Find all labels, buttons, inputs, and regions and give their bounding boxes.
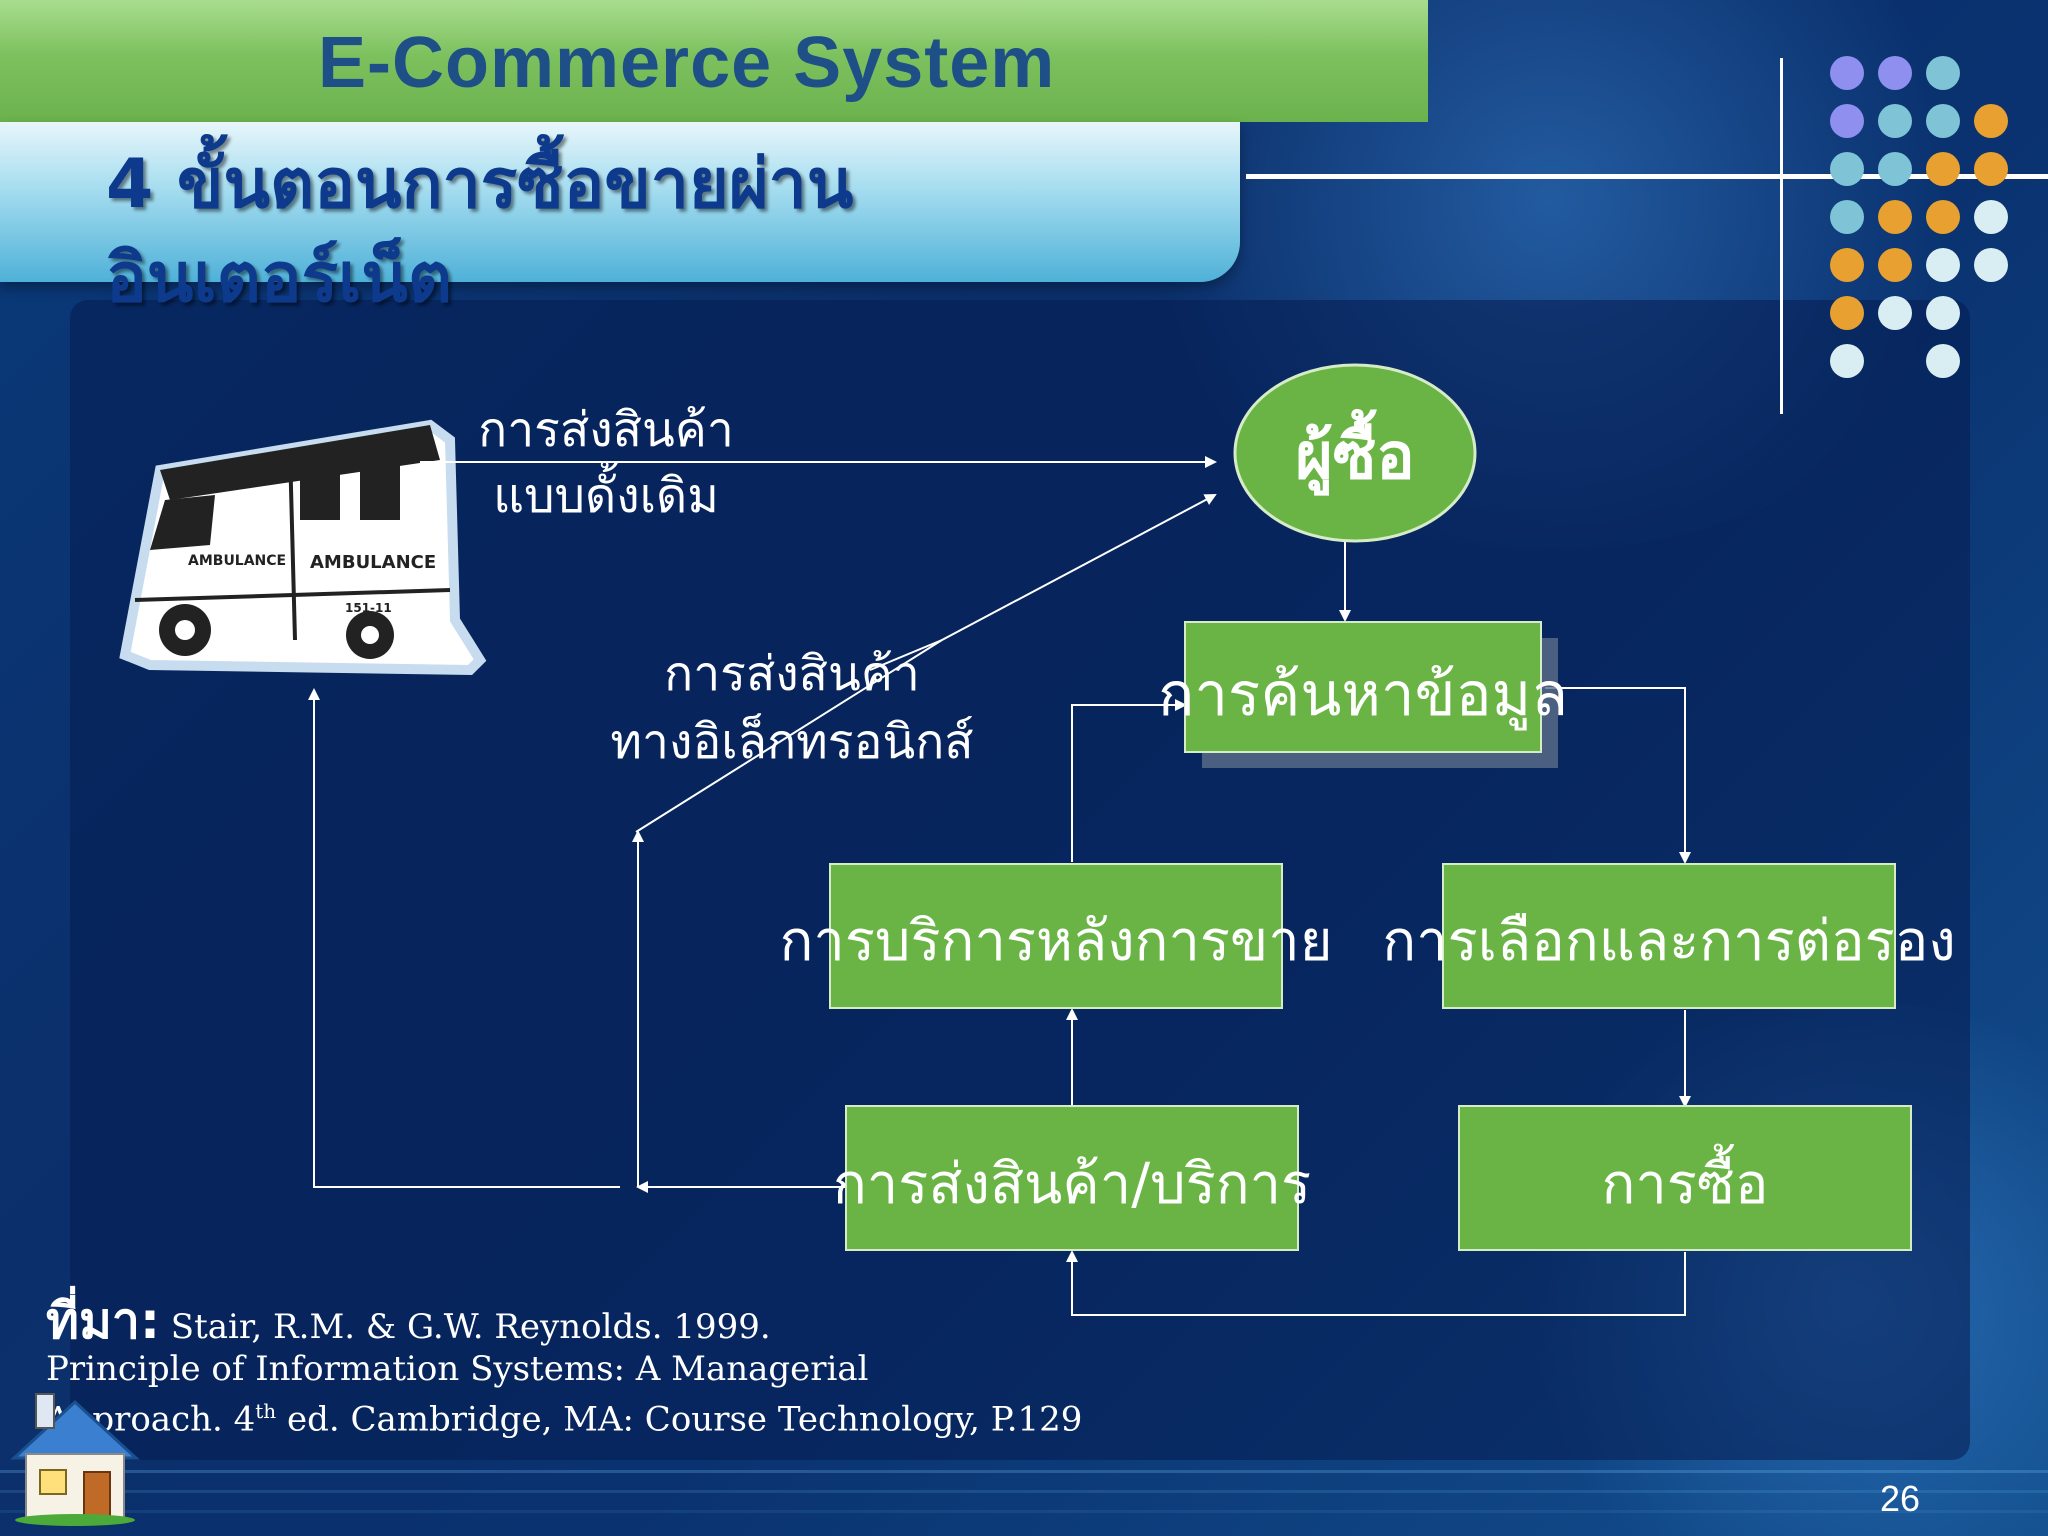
background-streak <box>0 1510 2048 1513</box>
background-streak <box>0 1490 2048 1493</box>
node-delivery-label: การส่งสินค้า/บริการ <box>833 1152 1311 1217</box>
label-electronic-line1: การส่งสินค้า <box>664 646 920 702</box>
source-line3-sup: th <box>255 1399 277 1423</box>
van-label-side: AMBULANCE <box>188 553 286 569</box>
source-line3-post: ed. Cambridge, MA: Course Technology, P.… <box>276 1399 1083 1440</box>
subtitle-panel <box>0 122 1240 282</box>
label-electronic-line2: ทางอิเล็กทรอนิกส์ <box>610 713 973 770</box>
decorative-dot <box>1878 152 1912 186</box>
node-purchase: การซื้อ <box>1458 1105 1912 1251</box>
decorative-dot <box>1926 56 1960 90</box>
slide-title: E-Commerce System <box>318 23 1056 103</box>
node-buyer-label: ผู้ซื้อ <box>1295 409 1414 496</box>
node-select-negotiate: การเลือกและการต่อรอง <box>1382 863 1956 1009</box>
van-window <box>360 455 400 520</box>
decorative-rule-vertical <box>1780 58 1783 414</box>
label-traditional-line2: แบบดั้งเดิม <box>493 461 719 524</box>
decorative-dot <box>1926 200 1960 234</box>
decorative-dot <box>1974 248 2008 282</box>
source-citation: ที่มา: Stair, R.M. & G.W. Reynolds. 1999… <box>46 1296 1083 1440</box>
node-delivery: การส่งสินค้า/บริการ <box>833 1105 1311 1251</box>
decorative-dot <box>1878 200 1912 234</box>
decorative-dot <box>1830 296 1864 330</box>
decorative-dot <box>1926 248 1960 282</box>
background-streak <box>0 1470 2048 1473</box>
decorative-dot <box>1926 104 1960 138</box>
node-after-sales-label: การบริการหลังการขาย <box>779 909 1332 974</box>
source-line1: Stair, R.M. & G.W. Reynolds. 1999. <box>160 1307 771 1347</box>
decorative-dot <box>1974 200 2008 234</box>
ambulance-van-icon: AMBULANCE AMBULANCE 151-11 <box>119 419 487 676</box>
decorative-dot <box>1878 104 1912 138</box>
node-select-negotiate-label: การเลือกและการต่อรอง <box>1382 909 1955 974</box>
decorative-dot <box>1830 104 1864 138</box>
node-search: การค้นหาข้อมูล <box>1158 621 1568 768</box>
node-buyer: ผู้ซื้อ <box>1233 363 1477 543</box>
van-window <box>300 455 340 520</box>
node-after-sales: การบริการหลังการขาย <box>779 863 1333 1009</box>
decorative-dot <box>1878 248 1912 282</box>
decorative-dot <box>1878 56 1912 90</box>
title-bar <box>0 0 1428 122</box>
decorative-dot <box>1926 296 1960 330</box>
source-line2: Principle of Information Systems: A Mana… <box>46 1349 869 1389</box>
van-plate: 151-11 <box>345 601 392 615</box>
connectors <box>308 456 1691 1316</box>
decorative-dot <box>1878 296 1912 330</box>
label-traditional-line1: การส่งสินค้า <box>478 402 734 458</box>
decorative-dot <box>1830 248 1864 282</box>
decorative-dot <box>1830 200 1864 234</box>
decorative-dot <box>1830 344 1864 378</box>
arrow-to-traditional <box>308 688 620 1188</box>
arrow-purchase-to-delivery <box>1066 1250 1686 1316</box>
decorative-rule-horizontal <box>1246 174 2048 179</box>
arrow-after-sales-to-search <box>1071 699 1187 862</box>
connector-fold <box>869 639 943 671</box>
slide-subtitle: 4 ขั้นตอนการซื้อขายผ่านอินเตอร์เน็ต <box>106 145 854 318</box>
decorative-dot <box>1830 56 1864 90</box>
decorative-dot <box>1926 344 1960 378</box>
source-lead: ที่มา: <box>46 1292 160 1350</box>
van-label-rear: AMBULANCE <box>310 552 436 573</box>
decorative-dot <box>1926 152 1960 186</box>
decorative-dot <box>1974 152 2008 186</box>
decorative-dot <box>1830 152 1864 186</box>
node-purchase-label: การซื้อ <box>1601 1144 1768 1217</box>
page-number: 26 <box>1880 1478 1921 1519</box>
arrow-search-to-select <box>1545 687 1691 864</box>
node-search-label: การค้นหาข้อมูล <box>1158 660 1568 731</box>
decorative-dot <box>1974 104 2008 138</box>
house-icon[interactable] <box>6 1388 144 1526</box>
